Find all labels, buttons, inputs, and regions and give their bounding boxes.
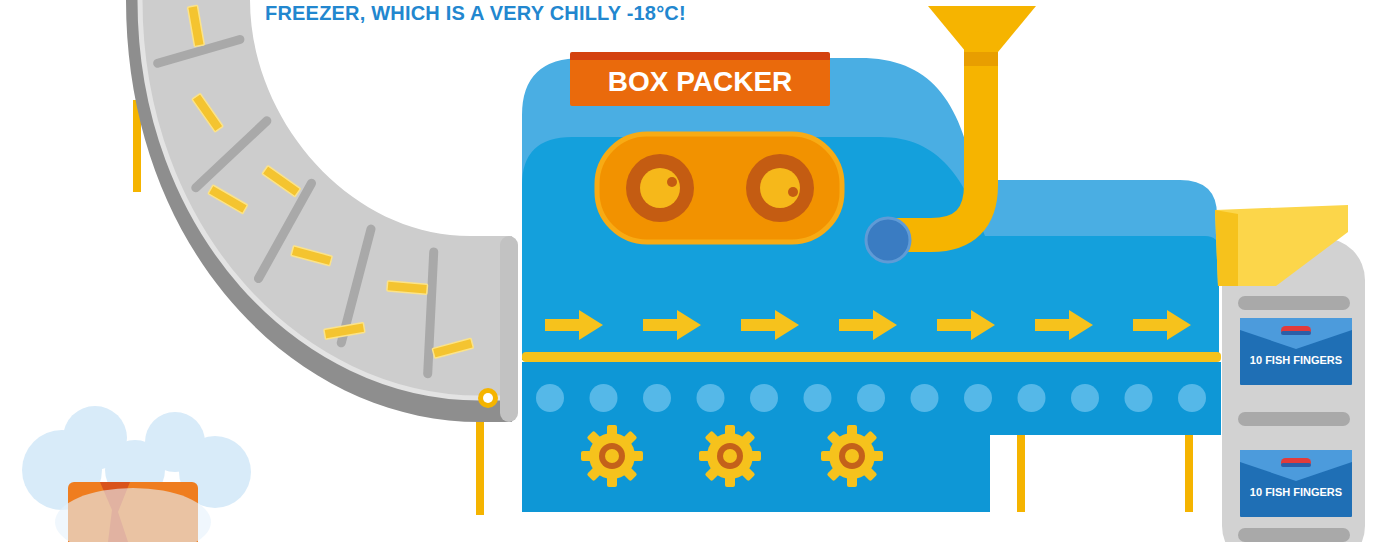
direction-arrow [545, 310, 603, 340]
panel-dot [964, 384, 992, 412]
output-conveyor [1215, 205, 1365, 542]
box-packer-machine [522, 58, 1221, 512]
conveyor-belt [140, 0, 506, 398]
box-flap [1240, 450, 1352, 484]
direction-arrow [1035, 310, 1093, 340]
fish-finger [387, 281, 428, 294]
panel-dot [1071, 384, 1099, 412]
box-window [1281, 463, 1311, 467]
control-panel [640, 168, 680, 208]
box-window [1281, 458, 1311, 467]
direction-arrow [741, 310, 799, 340]
box-packer-machine [821, 425, 883, 487]
panel-dot [536, 384, 564, 412]
belt-slat [258, 183, 311, 278]
box-text: 10 FISH FINGERS [1240, 485, 1352, 499]
output-conveyor [1215, 205, 1348, 286]
box-packer-machine [699, 425, 761, 487]
belt-slat [196, 121, 267, 188]
box-packer-machine [522, 362, 1221, 512]
output-conveyor [1238, 412, 1350, 426]
feed-pipe [964, 52, 998, 66]
panel-dot [1125, 384, 1153, 412]
direction-arrow [937, 310, 995, 340]
box-flap [1240, 450, 1352, 481]
output-conveyor [1238, 528, 1350, 542]
belt-slat [428, 252, 434, 374]
conveyor-belt [126, 0, 512, 422]
panel-dot [804, 384, 832, 412]
control-panel [597, 134, 842, 242]
feed-pipe [892, 48, 981, 235]
fish-finger [262, 166, 301, 197]
box-window [1281, 326, 1311, 335]
output-conveyor [1215, 210, 1238, 286]
box-packer-machine [581, 425, 643, 487]
steaming-box [55, 488, 211, 542]
panel-dot [857, 384, 885, 412]
panel-dot [697, 384, 725, 412]
fish-finger [208, 185, 248, 214]
conveyor-belt [126, 0, 518, 515]
conveyor-belt [478, 388, 498, 408]
control-panel [667, 177, 677, 187]
panel-dot [643, 384, 671, 412]
box-text: 10 FISH FINGERS [1240, 353, 1352, 367]
panel-dot [911, 384, 939, 412]
conveyor-belt [500, 236, 518, 422]
panel-dot [590, 384, 618, 412]
sign-text: BOX PACKER [608, 60, 793, 104]
steaming-box [22, 406, 251, 542]
control-panel [760, 168, 800, 208]
box-flap [1240, 318, 1352, 352]
fish-finger [188, 5, 205, 46]
box-flap [1240, 318, 1352, 349]
direction-arrow [643, 310, 701, 340]
feed-pipe [866, 218, 910, 262]
box-packer-machine [522, 352, 1221, 362]
box-packer-machine [1017, 430, 1025, 512]
conveyor-belt [140, 0, 512, 398]
direction-arrow [839, 310, 897, 340]
feed-pipe [866, 6, 1036, 262]
machine-sign: BOX PACKER [570, 52, 830, 106]
fish-finger-box: 10 FISH FINGERS [1240, 318, 1352, 385]
direction-arrow [545, 310, 1191, 340]
panel-dot [1178, 384, 1206, 412]
fish-finger [324, 322, 365, 339]
box-window [1281, 331, 1311, 335]
panel-dot [750, 384, 778, 412]
output-conveyor [1238, 296, 1350, 310]
fish-finger-box: 10 FISH FINGERS [1240, 450, 1352, 517]
fish-finger [192, 94, 223, 133]
control-panel [788, 187, 798, 197]
fish-finger [188, 5, 474, 358]
control-panel [746, 154, 814, 222]
conveyor-belt [483, 393, 493, 403]
box-packer-machine [1185, 430, 1193, 512]
conveyor-belt [476, 415, 484, 515]
heading-note: FREEZER, WHICH IS A VERY CHILLY -18°C! [265, 2, 686, 25]
panel-dot [1018, 384, 1046, 412]
control-panel [597, 134, 842, 242]
belt-slat [158, 40, 434, 374]
direction-arrow [1133, 310, 1191, 340]
panel-dot [536, 384, 1206, 412]
control-panel [626, 154, 694, 222]
fish-finger [432, 338, 473, 358]
fish-finger [291, 246, 332, 266]
